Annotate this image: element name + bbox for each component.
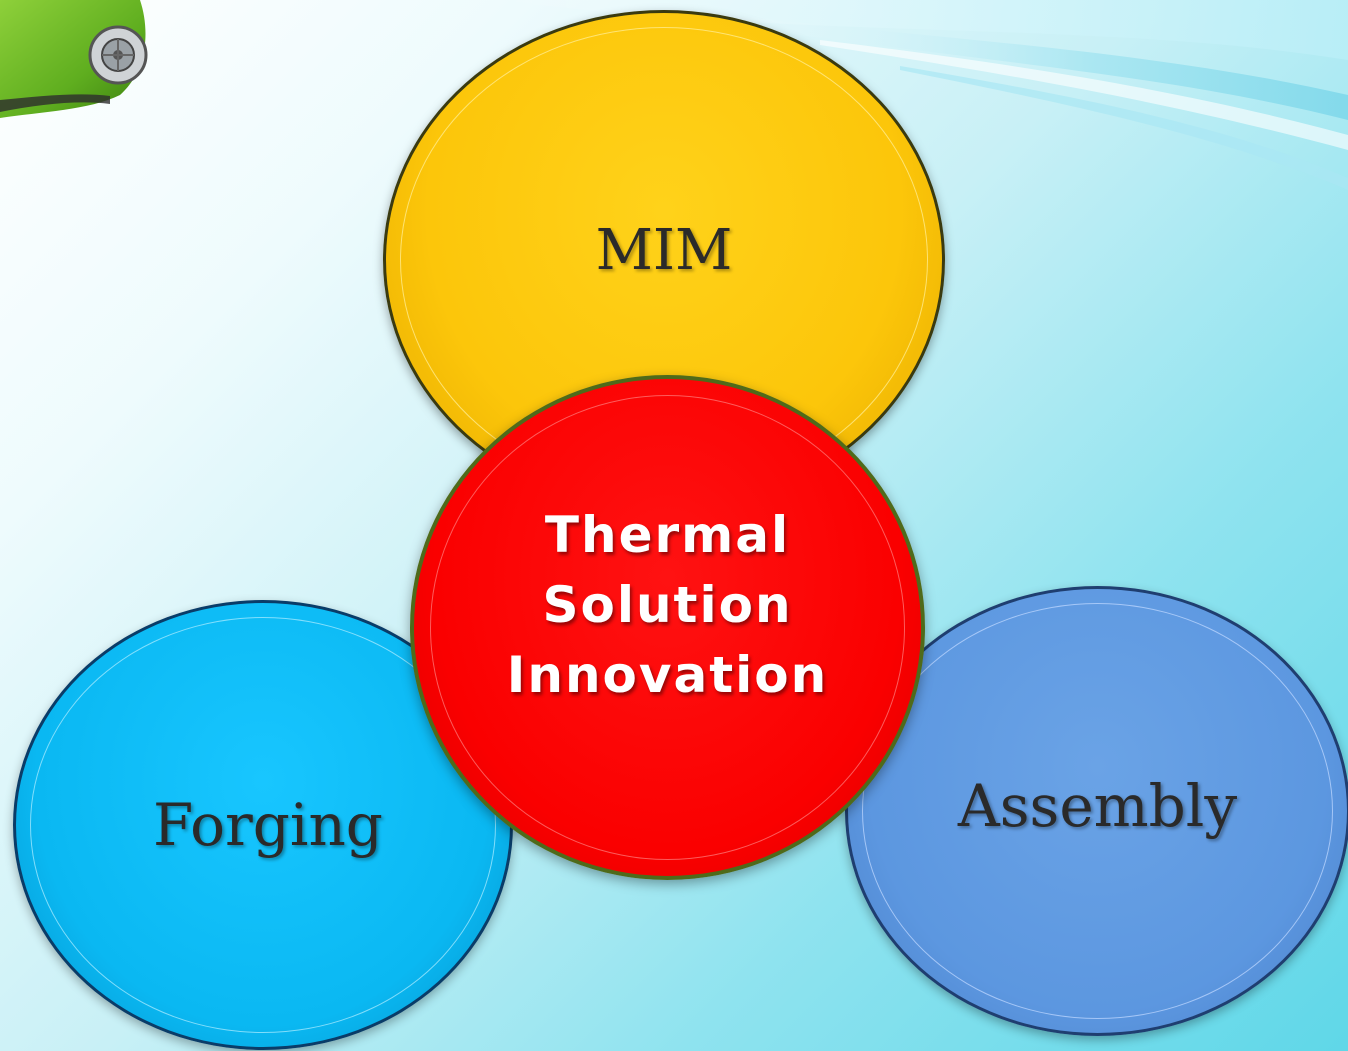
forging-label: Forging (153, 791, 383, 859)
assembly-circle: Assembly (845, 586, 1348, 1036)
center-label-line-2: Solution (542, 576, 793, 634)
center-label: Thermal Solution Innovation (507, 500, 828, 710)
center-label-line-1: Thermal (544, 506, 791, 564)
thermal-solution-innovation-circle: Thermal Solution Innovation (410, 375, 925, 880)
green-grass-car-icon (0, 0, 148, 118)
mim-label: MIM (595, 217, 733, 283)
center-label-line-3: Innovation (506, 646, 829, 704)
assembly-label: Assembly (957, 772, 1238, 840)
